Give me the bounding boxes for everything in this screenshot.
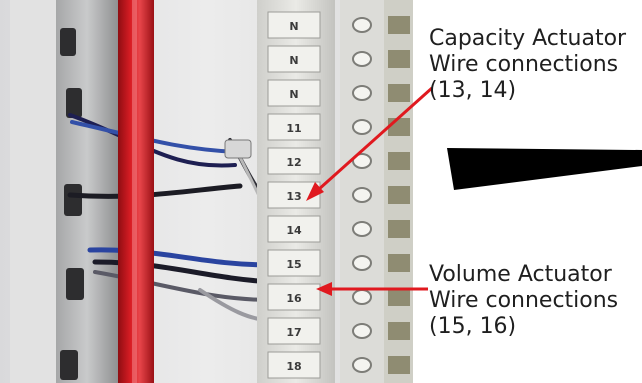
terminal-marker-label: 13	[286, 190, 301, 203]
right-tab	[388, 118, 410, 136]
terminal-screw	[352, 119, 372, 135]
terminal-screw	[352, 153, 372, 169]
terminal-marker: 17	[267, 317, 321, 345]
terminal-screw	[352, 187, 372, 203]
volume-arrow	[316, 282, 428, 296]
right-tab	[388, 50, 410, 68]
capacity-callout-line1: Capacity Actuator	[429, 26, 627, 51]
duct-slots	[60, 28, 84, 380]
capacity-arrow	[306, 86, 434, 201]
terminal-marker-label: 14	[286, 224, 302, 237]
red-cable-highlight	[132, 0, 137, 383]
terminal-marker: N	[267, 45, 321, 73]
terminal-screw	[352, 289, 372, 305]
volume-callout-line1: Volume Actuator	[429, 262, 612, 287]
terminal-screw	[352, 357, 372, 373]
wire-ferrule	[224, 139, 252, 159]
right-tab	[388, 254, 410, 272]
right-tab	[388, 186, 410, 204]
volume-actuator-callout: Volume Actuator Wire connections (15, 16…	[429, 262, 618, 340]
capacity-callout-line2: Wire connections	[429, 52, 619, 77]
terminal-marker-label: 12	[286, 156, 301, 169]
volume-callout-line3: (15, 16)	[429, 314, 517, 339]
terminal-marker: N	[267, 79, 321, 107]
right-tab	[388, 322, 410, 340]
terminal-screw	[352, 17, 372, 33]
terminal-screws	[352, 17, 372, 373]
capacity-actuator-callout: Capacity Actuator Wire connections (13, …	[429, 26, 626, 104]
photo-edge	[413, 0, 415, 383]
terminal-screw	[352, 323, 372, 339]
capacity-callout-line3: (13, 14)	[429, 78, 517, 103]
terminal-marker-label: 15	[286, 258, 301, 271]
terminal-marker-label: N	[289, 88, 298, 101]
terminal-screw	[352, 85, 372, 101]
terminal-marker: 12	[267, 147, 321, 175]
right-tab	[388, 356, 410, 374]
terminal-marker-label: N	[289, 20, 298, 33]
terminal-marker: 11	[267, 113, 321, 141]
right-tab	[388, 220, 410, 238]
terminal-marker-label: N	[289, 54, 298, 67]
terminal-screw	[352, 221, 372, 237]
right-tab	[388, 84, 410, 102]
terminal-marker-label: 16	[286, 292, 302, 305]
right-tab	[388, 152, 410, 170]
left-wire-duct	[10, 0, 56, 383]
terminal-screw	[352, 255, 372, 271]
terminal-marker: 14	[267, 215, 321, 243]
terminal-marker-label: 18	[286, 360, 301, 373]
terminal-marker: N	[267, 11, 321, 39]
volume-callout-line2: Wire connections	[429, 288, 619, 313]
black-wedge-shape	[447, 148, 642, 190]
terminal-marker: 18	[267, 351, 321, 379]
terminal-marker: 15	[267, 249, 321, 277]
terminal-marker-label: 11	[286, 122, 301, 135]
right-tab	[388, 16, 410, 34]
terminal-marker-label: 17	[286, 326, 301, 339]
right-tab	[388, 288, 410, 306]
terminal-screw	[352, 51, 372, 67]
terminal-block-markers: N N N 11 12 13 14 15 16 17 18	[267, 11, 321, 379]
terminal-marker: 16	[267, 283, 321, 311]
